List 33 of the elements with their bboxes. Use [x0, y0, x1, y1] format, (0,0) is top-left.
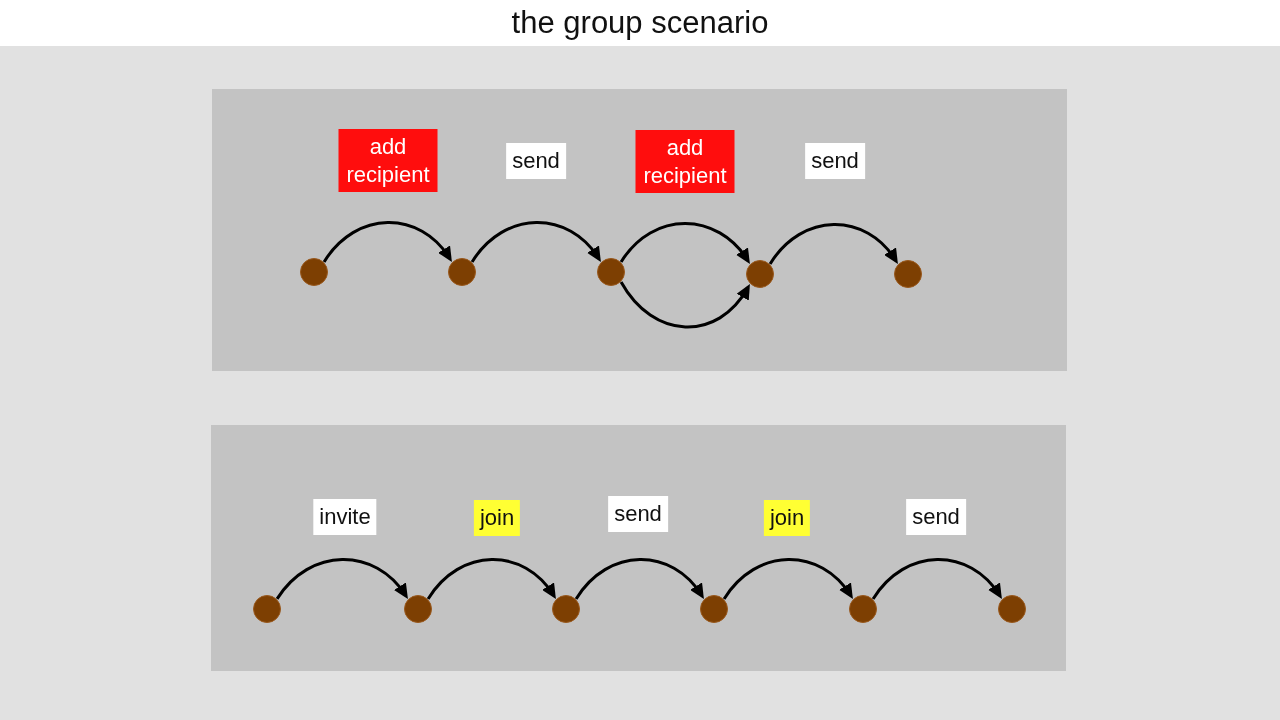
- state-dot: [700, 595, 728, 623]
- action-label: join: [473, 500, 521, 536]
- action-label: send: [906, 499, 966, 535]
- arrow: [619, 281, 751, 329]
- arrow: [619, 222, 751, 264]
- scenario-panel: [212, 89, 1067, 371]
- arrow: [275, 558, 409, 600]
- state-dot: [300, 258, 328, 286]
- action-label: send: [506, 143, 566, 179]
- action-label: invite: [313, 499, 377, 535]
- state-dot: [253, 595, 281, 623]
- state-dot: [849, 595, 877, 623]
- scenario-panel: [211, 425, 1066, 671]
- action-label: join: [763, 500, 811, 536]
- state-dot: [998, 595, 1026, 623]
- title: the group scenario: [511, 5, 769, 41]
- action-label: add recipient: [338, 129, 438, 192]
- state-dot: [404, 595, 432, 623]
- action-label: send: [805, 143, 865, 179]
- arrow: [871, 558, 1003, 600]
- arrow: [768, 223, 899, 265]
- action-label: add recipient: [635, 130, 735, 193]
- arrow: [426, 558, 557, 600]
- state-dot: [746, 260, 774, 288]
- state-dot: [448, 258, 476, 286]
- state-dot: [894, 260, 922, 288]
- state-dot: [597, 258, 625, 286]
- action-label: send: [608, 496, 668, 532]
- arrow: [470, 221, 602, 263]
- arrow: [322, 221, 453, 263]
- state-dot: [552, 595, 580, 623]
- arrow: [574, 558, 705, 600]
- arrow: [722, 558, 854, 600]
